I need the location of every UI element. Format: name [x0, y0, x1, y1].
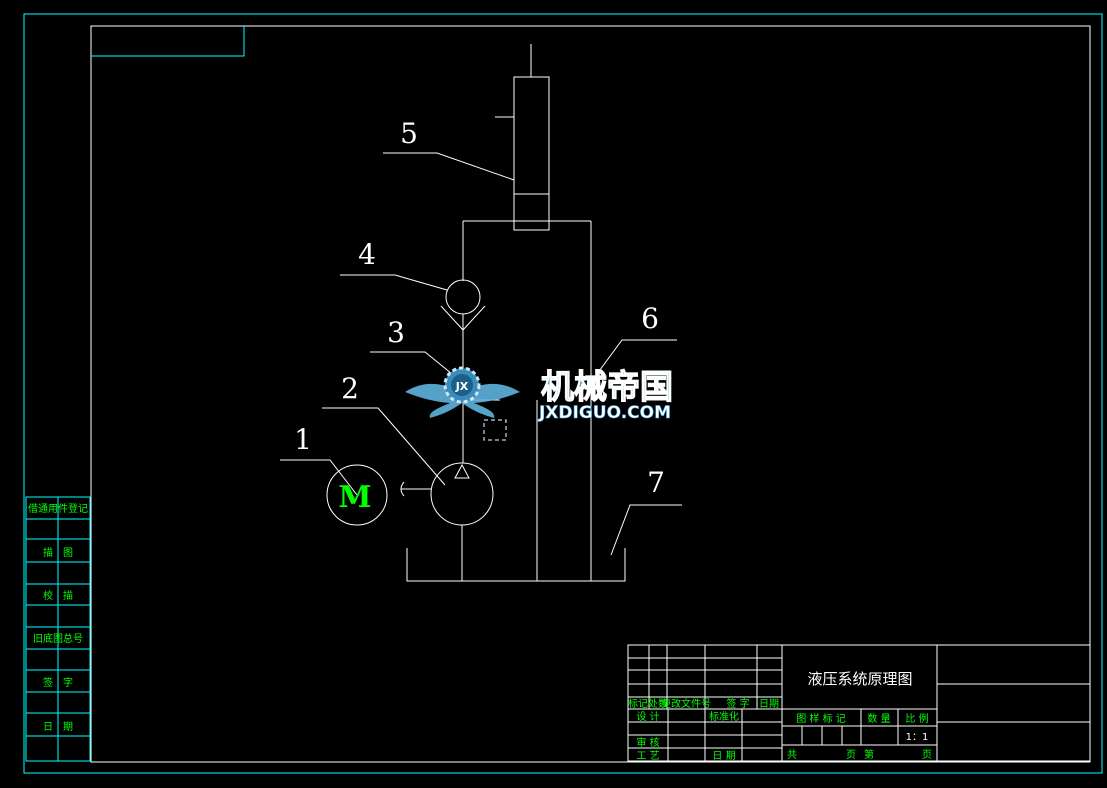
label-5: 5 [400, 117, 418, 150]
th-count: 处数 [648, 697, 668, 710]
inner-frame [90, 25, 1091, 763]
watermark-badge: JX [455, 380, 469, 393]
side-item-5: 日 期 [43, 721, 73, 733]
page2-label: 页 [922, 749, 932, 761]
part-labels: 1 2 3 4 5 6 7 [294, 117, 665, 499]
relief-valve [463, 399, 538, 581]
scale-value: 1：1 [906, 732, 929, 743]
motor-symbol: M [338, 480, 371, 515]
watermark-url: JXDIGUO.COM [538, 403, 671, 423]
th-date: 日期 [759, 698, 779, 710]
side-item-0: 借通用件登记 [28, 502, 88, 515]
drawing-title: 液压系统原理图 [807, 670, 912, 688]
watermark-logo: JX 机械帝国 JXDIGUO.COM [405, 366, 674, 423]
side-item-1: 描 图 [43, 546, 73, 559]
label-6: 6 [641, 302, 659, 335]
hydraulic-pump [400, 462, 494, 581]
watermark-brand: 机械帝国 [541, 367, 673, 406]
total-label: 共 [787, 749, 797, 761]
page-label: 页 [846, 749, 856, 761]
label-2: 2 [341, 372, 359, 405]
side-column: 借通用件登记 描 图 校 描 旧底图总号 签 字 日 期 [25, 496, 91, 762]
label-4: 4 [358, 238, 376, 271]
sheet-label: 第 [864, 748, 874, 761]
th-sign: 签 字 [726, 697, 749, 710]
leader-6 [590, 339, 677, 383]
leader-5 [383, 152, 515, 181]
label-3: 3 [387, 316, 405, 349]
outer-frame [23, 13, 1103, 774]
design-label: 设 计 [636, 710, 659, 723]
th-doc: 更改文件号 [661, 697, 711, 710]
date-label: 日 期 [712, 750, 735, 762]
leader-1 [280, 459, 358, 496]
label-1: 1 [294, 423, 312, 456]
side-item-4: 签 字 [43, 676, 73, 689]
th-mark: 标记 [628, 698, 648, 710]
electric-motor [326, 464, 388, 526]
ratio-label: 比 例 [905, 712, 928, 725]
stage-mark-label: 图 样 标 记 [796, 712, 846, 725]
side-item-3: 旧底图总号 [33, 632, 83, 645]
title-block: 液压系统原理图 标记 处数 更改文件号 签 字 日期 设 计 标准化 审 核 工… [627, 644, 1091, 762]
leader-2 [322, 407, 446, 486]
standardize-label: 标准化 [709, 710, 739, 723]
hydraulic-schematic [280, 44, 682, 582]
leader-7 [610, 504, 682, 556]
leader-4 [340, 274, 448, 291]
label-7: 7 [647, 466, 665, 499]
quantity-label: 数 量 [867, 712, 890, 725]
top-left-code-box [91, 26, 245, 57]
process-label: 工 艺 [636, 750, 659, 762]
review-label: 审 核 [636, 736, 659, 749]
hydraulic-cylinder [495, 44, 550, 231]
gear-core [451, 374, 473, 396]
oil-tank [406, 548, 626, 582]
side-item-2: 校 描 [43, 589, 73, 602]
